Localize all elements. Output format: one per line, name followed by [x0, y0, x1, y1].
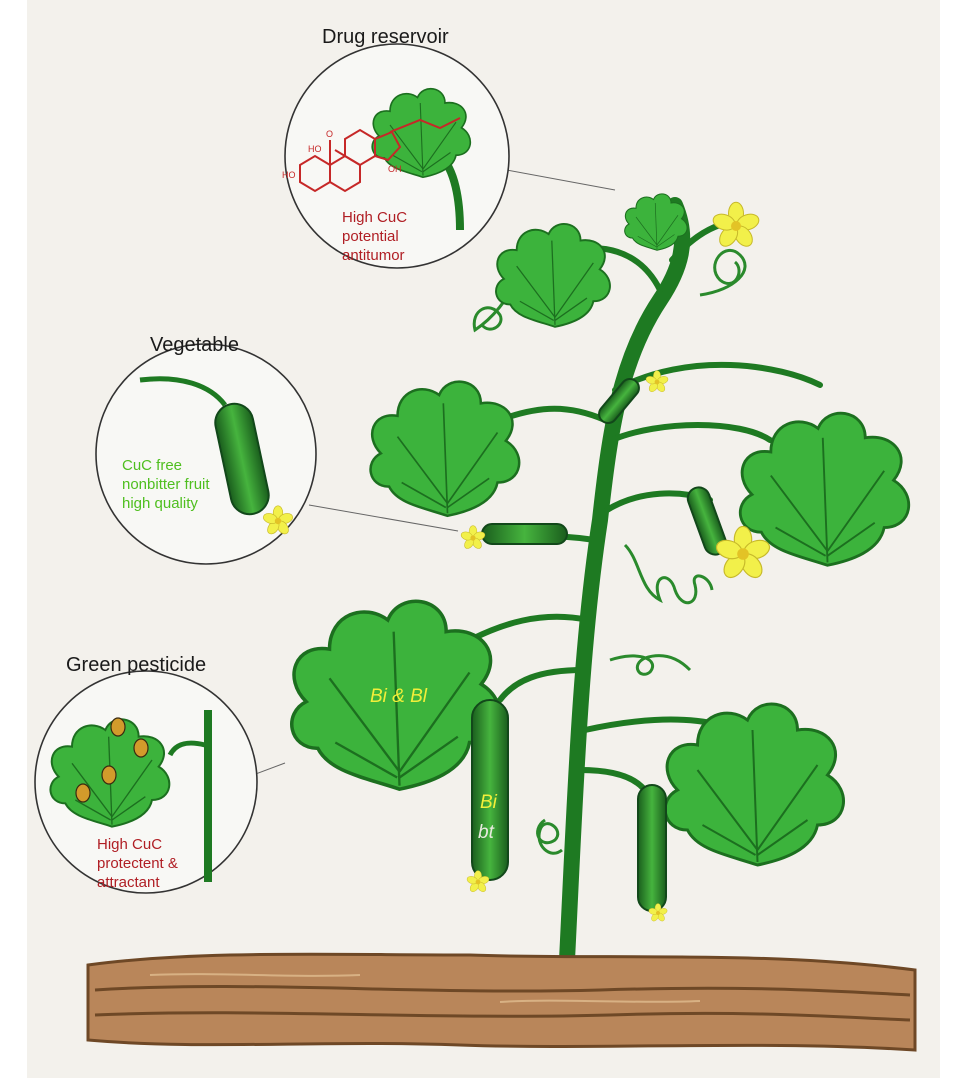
fruit-gene-label-bottom: bt: [478, 822, 494, 844]
pesticide-note-line: High CuC: [97, 835, 178, 854]
drug-reservoir-heading: Drug reservoir: [322, 26, 449, 49]
hydroxyl-label-2: HO: [282, 170, 296, 180]
soil: [88, 954, 915, 1050]
vegetable-heading: Vegetable: [150, 334, 239, 357]
vegetable-note-line: nonbitter fruit: [122, 475, 210, 494]
pesticide-note: High CuC protectent & attractant: [97, 835, 178, 892]
drug-note-line: potential: [342, 227, 407, 246]
drug-note-line: High CuC: [342, 208, 407, 227]
page-edge-strip: [942, 0, 960, 1078]
vegetable-note-line: CuC free: [122, 456, 210, 475]
vegetable-note: CuC free nonbitter fruit high quality: [122, 456, 210, 513]
green-pesticide-heading: Green pesticide: [66, 654, 206, 677]
pesticide-note-line: protectent &: [97, 854, 178, 873]
fruit-gene-label-top: Bi: [480, 792, 497, 814]
drug-note-line: antitumor: [342, 246, 407, 265]
hydroxyl-label-3: OH: [388, 164, 402, 174]
leaf-gene-label: Bi & Bl: [370, 686, 427, 708]
carbonyl-label: O: [326, 129, 333, 139]
pesticide-note-line: attractant: [97, 873, 178, 892]
vegetable-note-line: high quality: [122, 494, 210, 513]
hydroxyl-label-1: HO: [308, 144, 322, 154]
drug-note: High CuC potential antitumor: [342, 208, 407, 265]
